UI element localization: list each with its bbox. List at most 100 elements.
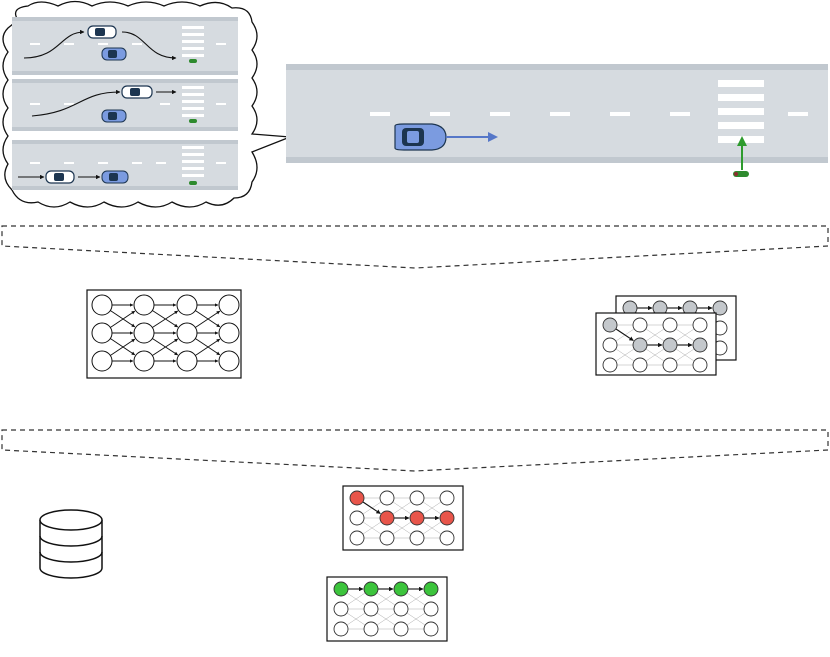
path-node-highlighted (439, 510, 455, 526)
path-node-highlighted (632, 337, 648, 353)
path-node (333, 601, 349, 617)
path-node (632, 317, 648, 333)
scenario-1 (12, 17, 238, 75)
path-node-highlighted (333, 581, 349, 597)
mini-lane-marks (30, 103, 226, 105)
path-node (692, 357, 708, 373)
other-car-icon (87, 25, 117, 39)
trajectory-arrow (121, 31, 177, 61)
ego-car-icon (394, 123, 447, 151)
path-node-highlighted (349, 490, 365, 506)
path-node-highlighted (393, 581, 409, 597)
mini-lane-marks (30, 162, 226, 164)
mini-road (12, 17, 238, 75)
graph-edge (152, 338, 179, 356)
graph-edge (152, 310, 179, 328)
trajectory-arrow (31, 89, 121, 117)
mini-road-edge (12, 140, 238, 144)
full-graph (86, 289, 242, 379)
mini-road-edge (12, 79, 238, 83)
graph-edge (195, 310, 221, 328)
graph-edge (195, 338, 221, 356)
path-node (363, 601, 379, 617)
ego-car-icon (101, 109, 127, 123)
path-node-highlighted (363, 581, 379, 597)
path-node (692, 317, 708, 333)
graph-node (91, 350, 113, 372)
dashed-divider-top (1, 225, 829, 269)
graph-edge (110, 338, 136, 356)
ego-car-icon (101, 47, 127, 61)
path-node (363, 621, 379, 637)
path-edge (615, 328, 634, 342)
sampled-path-stack-front (595, 312, 717, 376)
graph-edge (110, 310, 136, 328)
trajectory-arrow (23, 29, 85, 59)
green-path-graph (326, 576, 448, 642)
red-path-graph (342, 485, 464, 551)
path-node-highlighted (379, 510, 395, 526)
graph-node (176, 350, 198, 372)
main-road-edge-bottom (286, 157, 828, 163)
dashed-divider-bottom (1, 429, 829, 472)
pedestrian-icon (189, 119, 197, 123)
path-node (602, 337, 618, 353)
graph-node (218, 350, 240, 372)
graph-node (133, 294, 155, 316)
mini-road-edge (12, 127, 238, 131)
path-node (439, 530, 455, 546)
pedestrian-icon (189, 59, 197, 63)
path-node (349, 530, 365, 546)
graph-edge (110, 338, 136, 356)
path-node-highlighted (409, 510, 425, 526)
path-node-highlighted (423, 581, 439, 597)
path-node (632, 357, 648, 373)
path-node (393, 601, 409, 617)
graph-node (133, 350, 155, 372)
path-node (423, 601, 439, 617)
graph-node (176, 322, 198, 344)
main-lane-marks (370, 112, 808, 116)
path-node-highlighted (602, 317, 618, 333)
graph-edge (110, 310, 136, 328)
path-node (379, 490, 395, 506)
path-node-highlighted (662, 337, 678, 353)
mini-lane-marks (30, 43, 226, 45)
path-node (602, 357, 618, 373)
pedestrian-icon (733, 171, 749, 177)
path-node (349, 510, 365, 526)
path-node (409, 530, 425, 546)
database-icon (39, 509, 103, 579)
graph-node (91, 294, 113, 316)
graph-node (91, 322, 113, 344)
mini-road-edge (12, 186, 238, 190)
pedestrian-icon (189, 181, 197, 185)
mini-crosswalk (182, 86, 204, 117)
path-node-highlighted (692, 337, 708, 353)
path-node (439, 490, 455, 506)
graph-node (218, 294, 240, 316)
graph-edge (152, 338, 179, 356)
main-road-scene (286, 64, 828, 177)
other-car-icon (121, 85, 153, 99)
graph-node (176, 294, 198, 316)
path-node (333, 621, 349, 637)
other-car-icon (45, 170, 75, 184)
graph-edge (195, 310, 221, 328)
ego-car-icon (101, 170, 129, 184)
graph-node (218, 322, 240, 344)
graph-edge (152, 310, 179, 328)
main-road-edge-top (286, 64, 828, 70)
path-node (409, 490, 425, 506)
mini-road-edge (12, 71, 238, 75)
mini-crosswalk (182, 146, 204, 177)
mini-crosswalk (182, 26, 204, 57)
path-node-highlighted (712, 300, 728, 316)
path-node (393, 621, 409, 637)
path-edge (362, 501, 381, 515)
path-node (379, 530, 395, 546)
scenario-3 (12, 140, 238, 190)
mini-road-edge (12, 17, 238, 21)
path-node (662, 317, 678, 333)
